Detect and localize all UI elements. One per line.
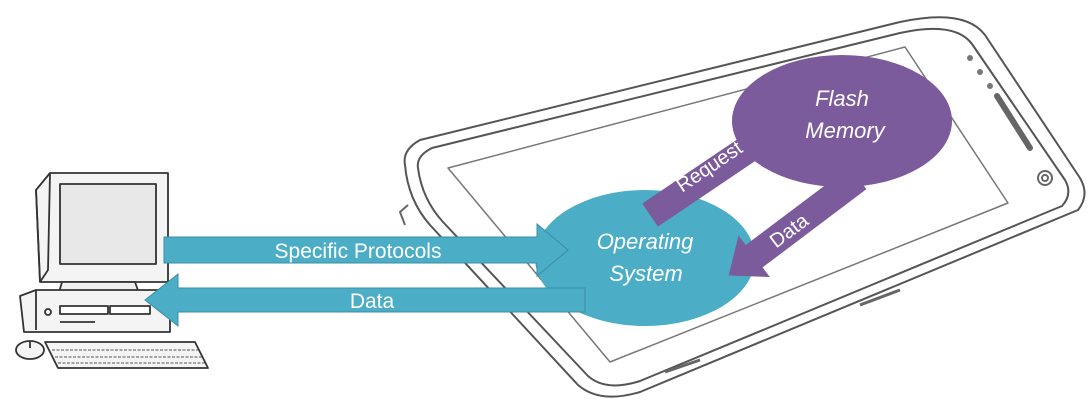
operating-system-node [535, 190, 755, 326]
flash-memory-label-line2: Memory [805, 118, 886, 143]
specific-protocols-arrow [163, 222, 569, 278]
smartphone-icon [399, 16, 1086, 398]
flash-memory-label-line1: Flash [815, 86, 869, 111]
operating-system-label-line1: Operating [597, 229, 694, 254]
data-to-computer-label: Data [350, 290, 395, 313]
desktop-computer-icon [15, 172, 209, 369]
operating-system-label-line2: System [609, 261, 682, 286]
data-to-os-arrow [728, 166, 867, 278]
request-arrow [642, 121, 783, 227]
flash-memory-node [732, 55, 952, 187]
specific-protocols-label: Specific Protocols [275, 240, 442, 263]
data-to-computer-arrow [144, 272, 586, 328]
